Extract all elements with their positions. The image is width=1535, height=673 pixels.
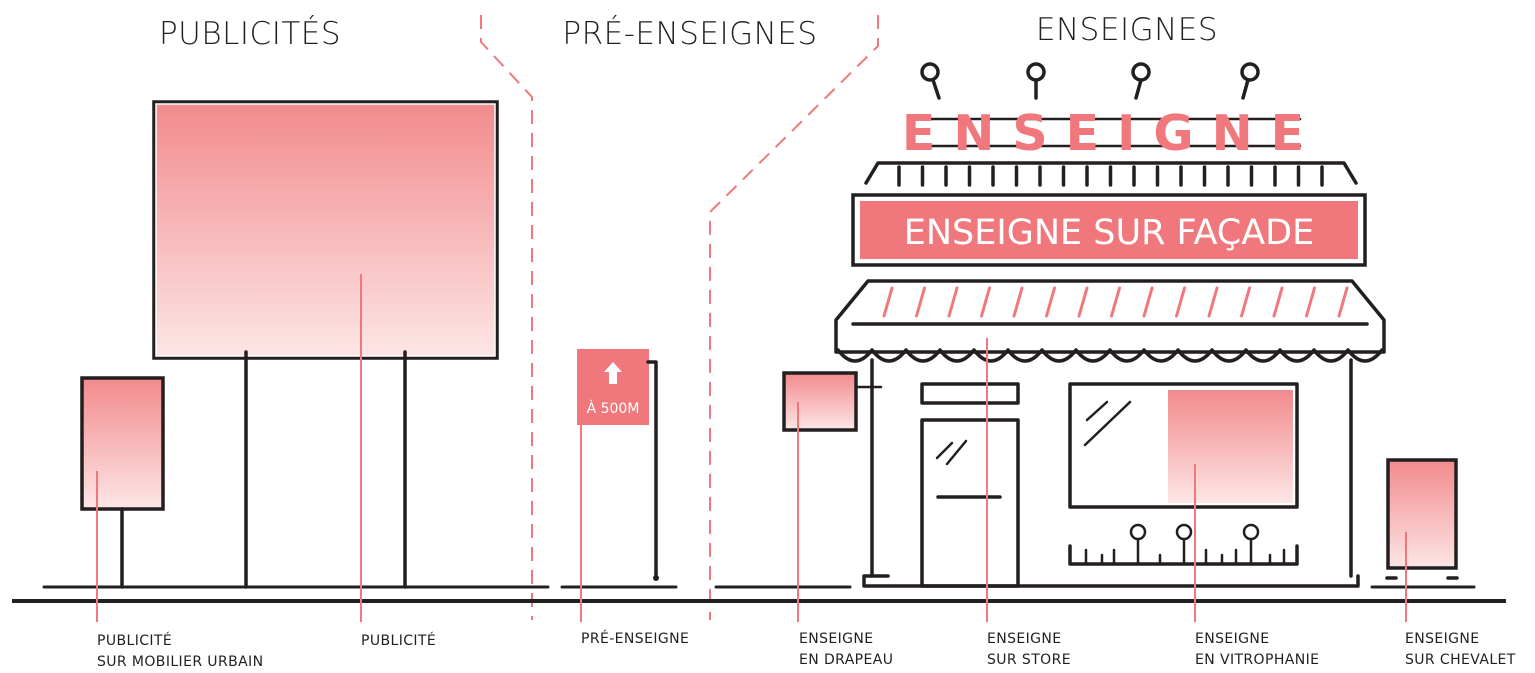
heading-enseignes: ENSEIGNES	[1036, 12, 1218, 48]
awning-stripe	[1305, 286, 1316, 318]
awning-stripe	[1045, 286, 1056, 318]
pre-enseigne-distance: À 500M	[587, 400, 640, 417]
awning-stripes	[882, 286, 1349, 318]
awning-stripe	[1207, 286, 1219, 318]
door-glass-reflection-1	[935, 441, 954, 460]
arrow-up-icon	[604, 362, 622, 384]
door-transom	[920, 382, 1020, 405]
awning-stripe	[1175, 286, 1186, 318]
caption-store: ENSEIGNE SUR STORE	[987, 631, 1071, 668]
awning-scallops	[836, 348, 1384, 363]
light-bulb-icon	[920, 62, 941, 100]
light-bulb-icon	[1131, 62, 1151, 100]
light-bulb-icon	[1026, 62, 1046, 100]
cornice-slats	[897, 165, 1324, 187]
section-divider-right	[709, 15, 879, 620]
awning-stripe	[1110, 286, 1121, 318]
awning-outline	[834, 279, 1386, 354]
billboard-inner-frame	[155, 103, 496, 357]
pre-enseigne-panel	[577, 349, 649, 425]
pre-enseigne-post-foot	[653, 575, 659, 581]
caption-vitrophanie: ENSEIGNE EN VITROPHANIE	[1195, 631, 1319, 668]
awning-stripe	[980, 286, 991, 318]
caption-drapeau: ENSEIGNE EN DRAPEAU	[799, 631, 893, 668]
caption-store-line1: ENSEIGNE	[987, 631, 1062, 647]
caption-chevalet: ENSEIGNE SUR CHEVALET	[1405, 631, 1516, 668]
shop-base	[862, 574, 1360, 588]
awning-stripe	[882, 286, 894, 318]
door-glass-reflection-2	[945, 439, 968, 466]
rooftop-bulbs	[920, 62, 1260, 100]
caption-pre-enseigne: PRÉ-ENSEIGNE	[581, 630, 689, 647]
caption-drapeau-line1: ENSEIGNE	[799, 631, 874, 647]
caption-vitrophanie-line2: EN VITROPHANIE	[1195, 652, 1319, 668]
caption-publicite: PUBLICITÉ	[361, 632, 436, 649]
cornice-outline	[864, 161, 1358, 185]
flower-icon	[1175, 523, 1193, 566]
facade-sign-panel	[860, 201, 1358, 259]
awning-stripe	[1337, 286, 1349, 318]
awning-scallop-edge	[836, 348, 1384, 363]
window-reflection-2	[1083, 400, 1132, 447]
section-divider-left	[480, 15, 533, 620]
awning-stripe	[1142, 286, 1154, 318]
awning-stripe	[915, 286, 926, 318]
heading-pre-enseignes: PRÉ-ENSEIGNES	[562, 16, 817, 52]
flower-box-sprouts	[1084, 548, 1286, 566]
awning-stripe	[947, 286, 959, 318]
caption-mobilier-urbain-line2: SUR MOBILIER URBAIN	[97, 654, 263, 670]
caption-drapeau-line2: EN DRAPEAU	[799, 652, 893, 668]
caption-pre-enseigne-line1: PRÉ-ENSEIGNE	[581, 630, 689, 647]
shop-window	[1068, 382, 1299, 509]
flower-icon	[1129, 523, 1147, 566]
window-reflection-1	[1085, 400, 1109, 422]
caption-mobilier-urbain-line1: PUBLICITÉ	[97, 632, 172, 649]
window-vinyl-panel	[1168, 390, 1293, 503]
pre-enseigne-post	[646, 360, 658, 580]
facade-sign-text: ENSEIGNE SUR FAÇADE	[904, 213, 1314, 253]
easel-sign-panel	[1386, 458, 1458, 570]
caption-chevalet-line1: ENSEIGNE	[1405, 631, 1480, 647]
flag-sign-panel	[782, 371, 858, 432]
awning-stripe	[1240, 286, 1251, 318]
street-furniture-ad-panel	[80, 376, 165, 511]
caption-publicite-line1: PUBLICITÉ	[361, 632, 436, 649]
rooftop-sign-text: ENSEIGNE	[902, 105, 1322, 162]
awning-stripe	[1077, 286, 1089, 318]
shop-door	[920, 418, 1020, 588]
caption-chevalet-line2: SUR CHEVALET	[1405, 652, 1516, 668]
billboard-panel	[152, 100, 499, 360]
facade-sign-frame	[851, 193, 1367, 267]
caption-store-line2: SUR STORE	[987, 652, 1071, 668]
caption-vitrophanie-line1: ENSEIGNE	[1195, 631, 1270, 647]
awning-stripe	[1272, 286, 1284, 318]
heading-publicites: PUBLICITÉS	[159, 16, 341, 52]
awning-stripe	[1012, 286, 1024, 318]
flower-icon	[1242, 523, 1260, 566]
light-bulb-icon	[1240, 62, 1260, 100]
leader-lines	[96, 274, 1407, 622]
caption-mobilier-urbain: PUBLICITÉ SUR MOBILIER URBAIN	[97, 632, 263, 670]
